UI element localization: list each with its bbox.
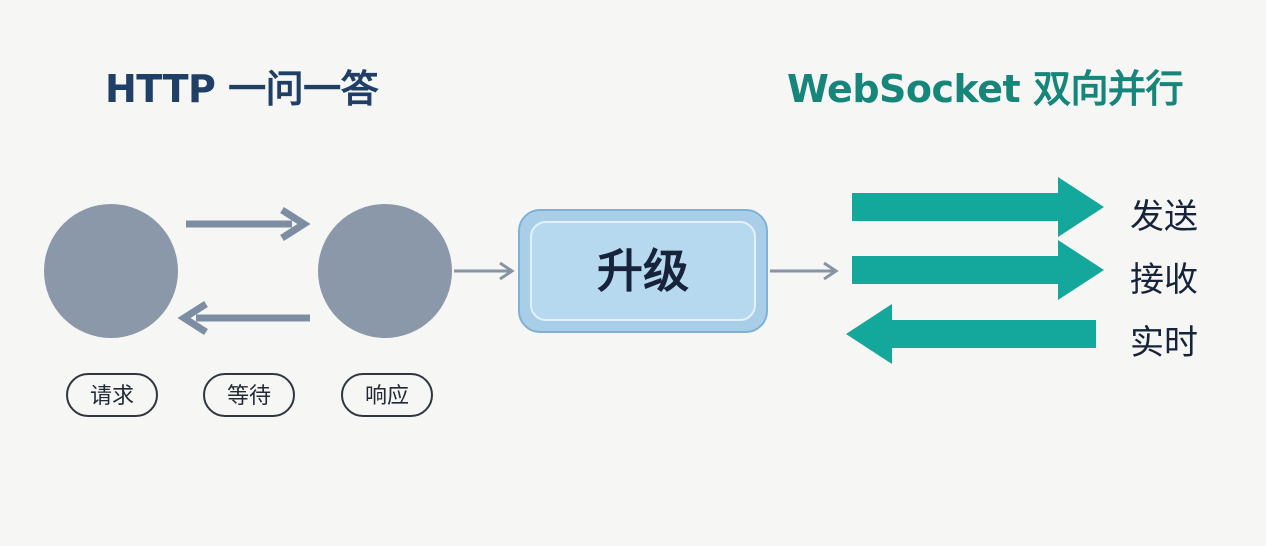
- receive-arrow: [852, 240, 1104, 300]
- websocket-title: WebSocket 双向并行: [787, 67, 1183, 111]
- send-arrow: [852, 177, 1104, 237]
- server-node: [318, 204, 452, 338]
- request-arrow: [186, 207, 311, 241]
- realtime-label: 实时: [1130, 323, 1198, 363]
- to-upgrade-arrow: [454, 261, 515, 281]
- response-label: 响应: [341, 373, 433, 417]
- from-upgrade-arrow: [770, 261, 839, 281]
- upgrade-label: 升级: [597, 244, 689, 298]
- send-label: 发送: [1130, 197, 1198, 237]
- client-node: [44, 204, 178, 338]
- upgrade-box: 升级: [518, 209, 768, 333]
- receive-label: 接收: [1130, 260, 1198, 300]
- request-label: 请求: [66, 373, 158, 417]
- response-arrow: [177, 301, 310, 335]
- wait-label: 等待: [203, 373, 295, 417]
- upgrade-box-inner: [530, 221, 756, 321]
- realtime-arrow: [846, 304, 1096, 364]
- http-title: HTTP 一问一答: [105, 67, 379, 111]
